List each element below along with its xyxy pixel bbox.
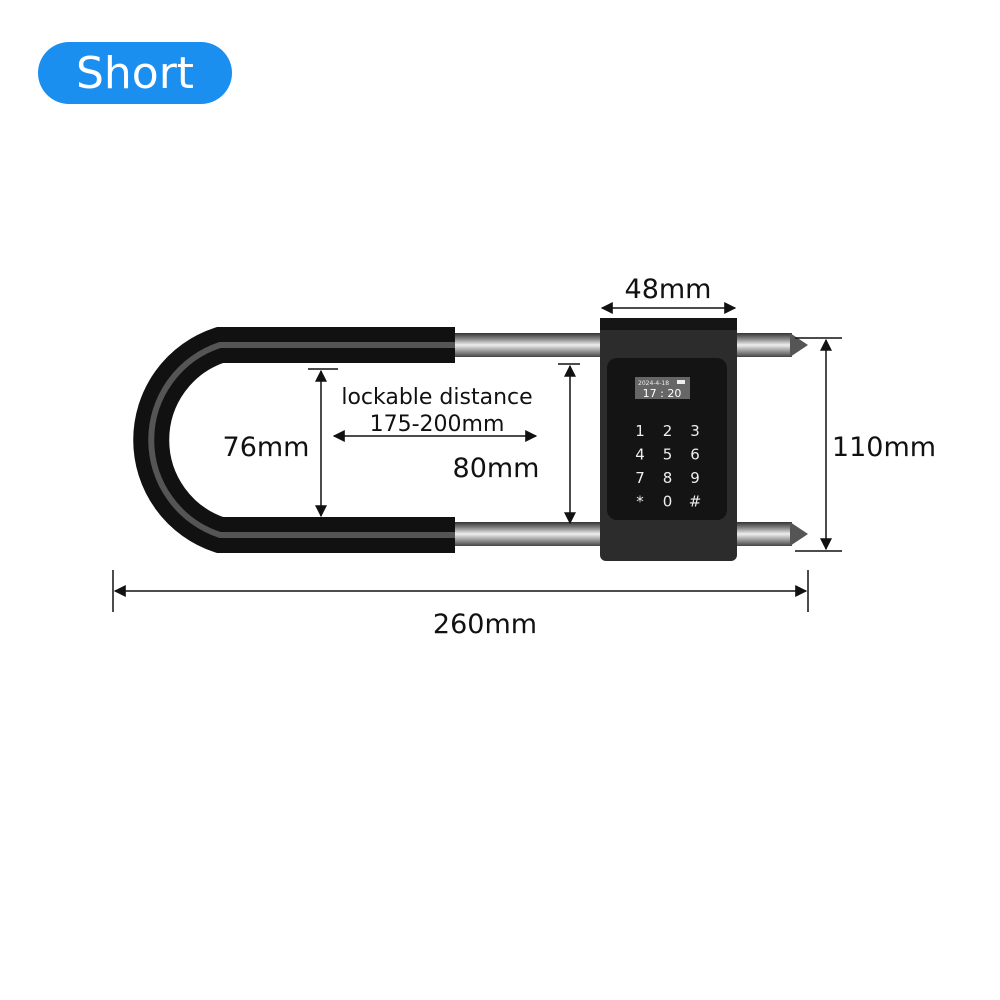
keypad-key: 4 (635, 446, 645, 464)
height-label: 110mm (832, 432, 936, 463)
keypad-key: # (689, 493, 702, 511)
variant-badge: Short (38, 42, 232, 104)
inner-gap-label: 76mm (223, 432, 310, 463)
keypad-key: 3 (690, 422, 700, 440)
lockable-label: lockable distance (341, 385, 532, 410)
keypad-key: 0 (663, 493, 673, 511)
keypad-key: 6 (690, 446, 700, 464)
keypad-key: 7 (635, 469, 645, 487)
width-label: 48mm (625, 274, 712, 305)
length-label: 260mm (433, 609, 537, 640)
keypad-key: * (636, 493, 644, 511)
keypad-key: 2 (663, 422, 673, 440)
keypad-key: 1 (635, 422, 645, 440)
battery-icon (677, 380, 685, 384)
keypad-key: 5 (663, 446, 673, 464)
keypad-key: 9 (690, 469, 700, 487)
lockable-range: 175-200mm (370, 412, 505, 437)
screen-time: 17 : 20 (643, 387, 682, 400)
dimension-lines (112, 302, 842, 612)
shackle (133, 327, 455, 553)
lock-screen (635, 377, 690, 399)
screen-date: 2024-4-18 (638, 380, 669, 387)
rod-gap-label: 80mm (453, 453, 540, 484)
keypad-key: 8 (663, 469, 673, 487)
